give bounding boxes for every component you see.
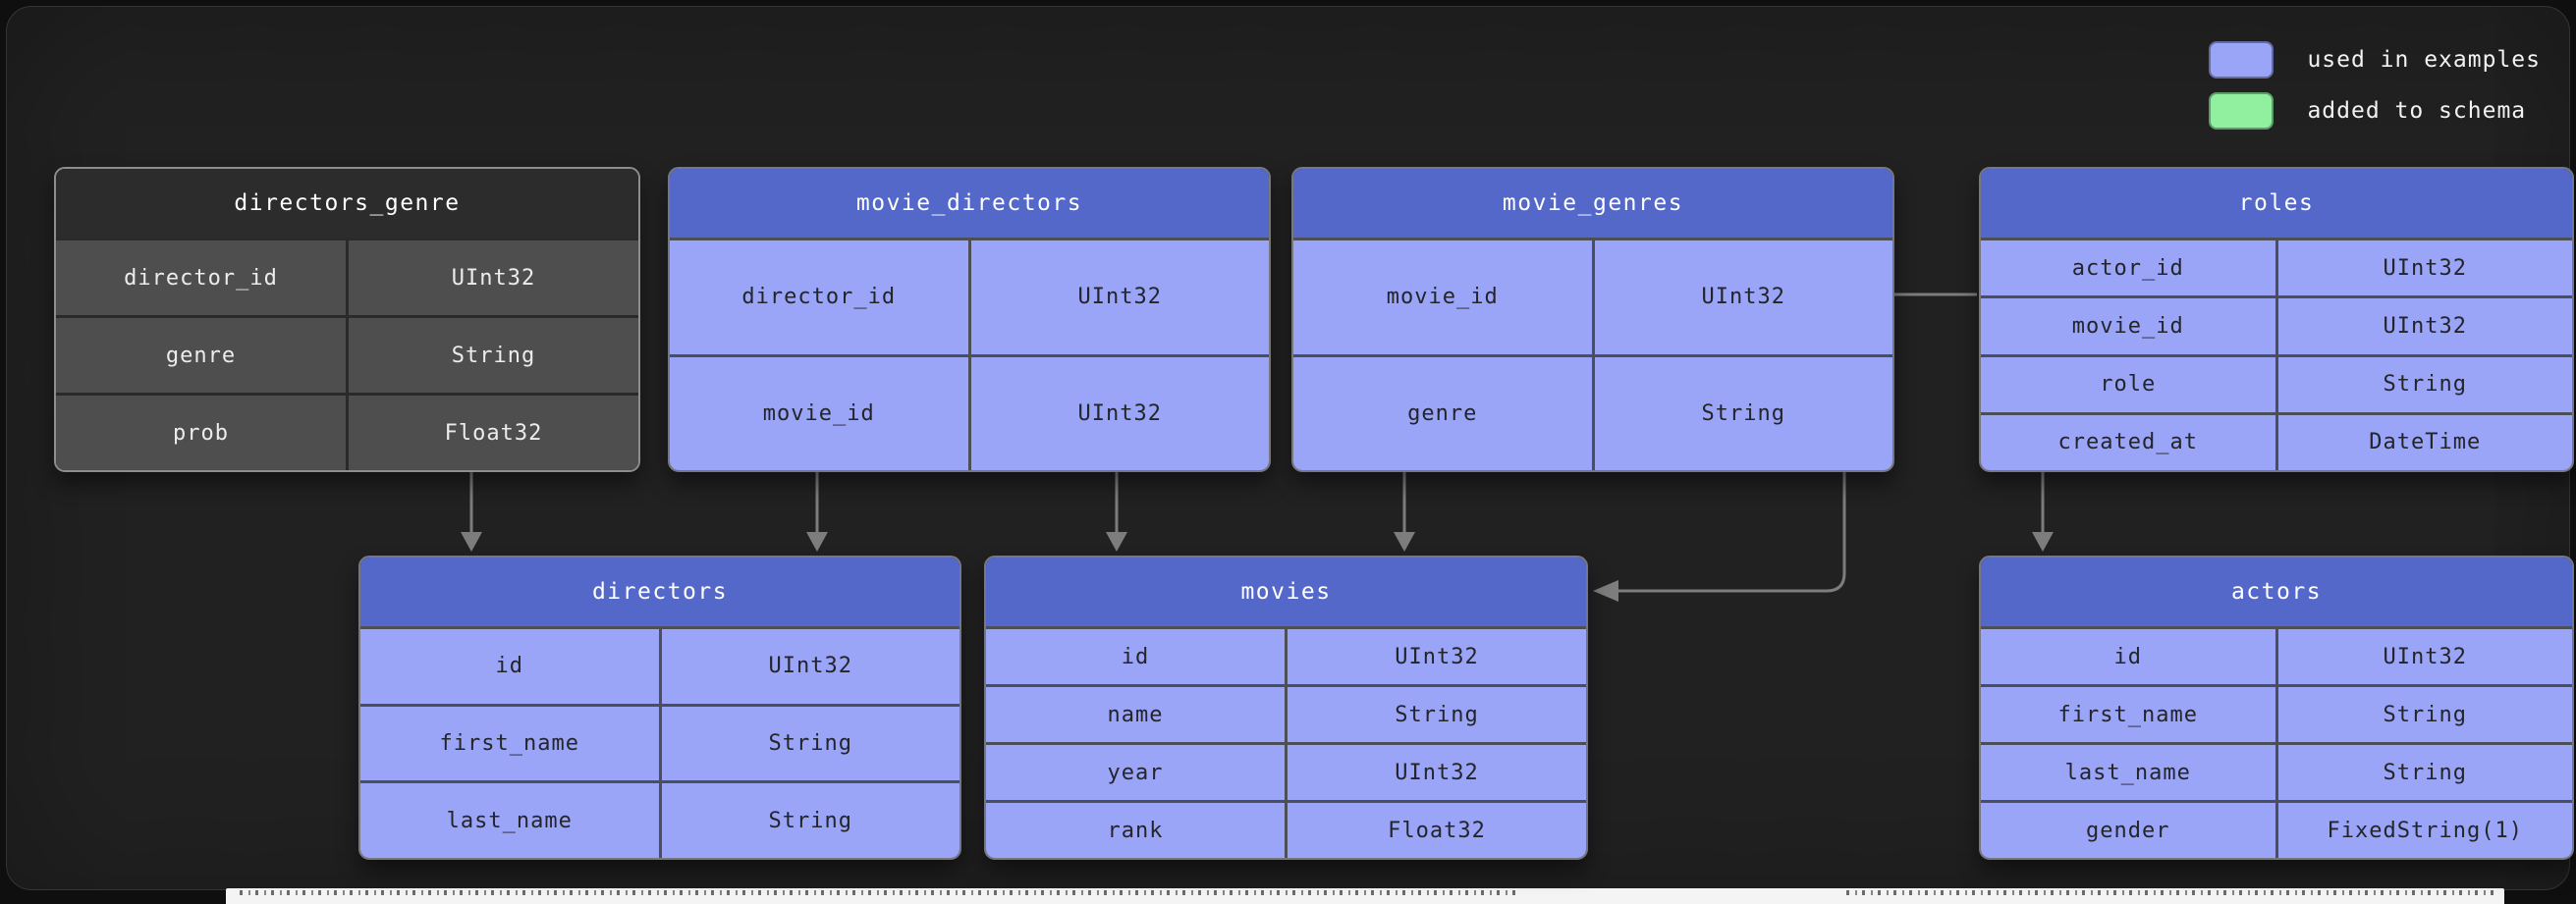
field-type: String <box>768 731 852 756</box>
field-type: UInt32 <box>1395 644 1479 669</box>
field-row: role String <box>1981 353 2572 412</box>
field-type: String <box>2383 702 2467 727</box>
field-type: UInt32 <box>2383 255 2467 281</box>
field-name: role <box>1981 356 2278 412</box>
field-row: last_name String <box>360 780 959 858</box>
table-movie-directors: movie_directors director_id UInt32 movie… <box>668 167 1271 472</box>
field-row: director_id UInt32 <box>670 238 1269 354</box>
field-name: id <box>360 629 662 704</box>
cutoff-text-right <box>1846 890 2494 895</box>
field-row: movie_id UInt32 <box>1981 295 2572 354</box>
field-row: movie_id UInt32 <box>670 353 1269 470</box>
field-type: String <box>451 343 536 368</box>
field-type: Float32 <box>1388 818 1486 843</box>
legend-swatch-blue <box>2209 41 2275 79</box>
field-name: director_id <box>670 240 971 354</box>
field-type: String <box>2383 372 2467 398</box>
field-type: Float32 <box>444 420 543 446</box>
field-name: actor_id <box>1981 240 2278 296</box>
field-type: UInt32 <box>2383 644 2467 669</box>
table-directors: directors id UInt32 first_name String la… <box>358 556 961 860</box>
table-title: movie_directors <box>670 169 1269 238</box>
table-title: roles <box>1981 169 2572 238</box>
field-name: rank <box>986 803 1288 858</box>
field-type: UInt32 <box>1077 285 1162 310</box>
table-title: directors <box>360 558 959 626</box>
field-name: id <box>1981 629 2278 684</box>
table-actors: actors id UInt32 first_name String last_… <box>1979 556 2574 860</box>
field-row: id UInt32 <box>360 626 959 704</box>
field-name: movie_id <box>670 356 971 470</box>
field-name: genre <box>1293 356 1595 470</box>
field-name: created_at <box>1981 414 2278 470</box>
field-name: id <box>986 629 1288 684</box>
legend: used in examples added to schema <box>2209 41 2541 130</box>
field-type: String <box>1701 400 1785 426</box>
field-row: last_name String <box>1981 742 2572 800</box>
field-type: UInt32 <box>768 654 852 679</box>
table-title: movies <box>986 558 1586 626</box>
table-title: actors <box>1981 558 2572 626</box>
field-row: genre String <box>56 315 638 393</box>
field-name: year <box>986 745 1288 800</box>
field-type: UInt32 <box>1395 760 1479 785</box>
field-type: UInt32 <box>451 265 536 291</box>
field-name: first_name <box>1981 687 2278 742</box>
table-movie-genres: movie_genres movie_id UInt32 genre Strin… <box>1291 167 1894 472</box>
table-title: movie_genres <box>1293 169 1892 238</box>
field-name: last_name <box>360 783 662 858</box>
field-type: String <box>2383 760 2467 785</box>
field-row: movie_id UInt32 <box>1293 238 1892 354</box>
field-type: UInt32 <box>1077 400 1162 426</box>
field-type: String <box>1395 702 1479 727</box>
field-row: director_id UInt32 <box>56 238 638 315</box>
field-name: first_name <box>360 706 662 781</box>
legend-label: added to schema <box>2307 98 2527 124</box>
cutoff-text-strip <box>226 888 2504 904</box>
legend-swatch-green <box>2209 92 2275 130</box>
field-type: UInt32 <box>1701 285 1785 310</box>
table-movies: movies id UInt32 name String year UInt32… <box>984 556 1588 860</box>
field-name: director_id <box>56 240 349 315</box>
field-type: UInt32 <box>2383 313 2467 339</box>
field-row-added-to-schema: created_at DateTime <box>1981 411 2572 470</box>
field-row: genre String <box>1293 353 1892 470</box>
field-row: id UInt32 <box>1981 626 2572 684</box>
field-type: DateTime <box>2369 430 2482 455</box>
table-directors-genre: directors_genre director_id UInt32 genre… <box>54 167 640 472</box>
legend-item-added-to-schema: added to schema <box>2209 92 2541 130</box>
field-name: movie_id <box>1293 240 1595 354</box>
cutoff-text-left <box>240 890 1516 895</box>
field-row: actor_id UInt32 <box>1981 238 2572 296</box>
legend-item-used-in-examples: used in examples <box>2209 41 2541 79</box>
field-row: prob Float32 <box>56 393 638 470</box>
field-row: name String <box>986 684 1586 742</box>
field-row: gender FixedString(1) <box>1981 800 2572 858</box>
field-name: last_name <box>1981 745 2278 800</box>
field-row: year UInt32 <box>986 742 1586 800</box>
field-row: rank Float32 <box>986 800 1586 858</box>
field-name: name <box>986 687 1288 742</box>
field-row: first_name String <box>1981 684 2572 742</box>
table-roles: roles actor_id UInt32 movie_id UInt32 ro… <box>1979 167 2574 472</box>
field-name: prob <box>56 396 349 470</box>
field-name: gender <box>1981 803 2278 858</box>
field-type: String <box>768 808 852 833</box>
legend-label: used in examples <box>2307 47 2541 73</box>
field-name: movie_id <box>1981 298 2278 354</box>
field-type: FixedString(1) <box>2327 818 2523 843</box>
field-row: id UInt32 <box>986 626 1586 684</box>
field-row: first_name String <box>360 703 959 781</box>
field-name: genre <box>56 318 349 393</box>
table-title: directors_genre <box>56 169 638 238</box>
